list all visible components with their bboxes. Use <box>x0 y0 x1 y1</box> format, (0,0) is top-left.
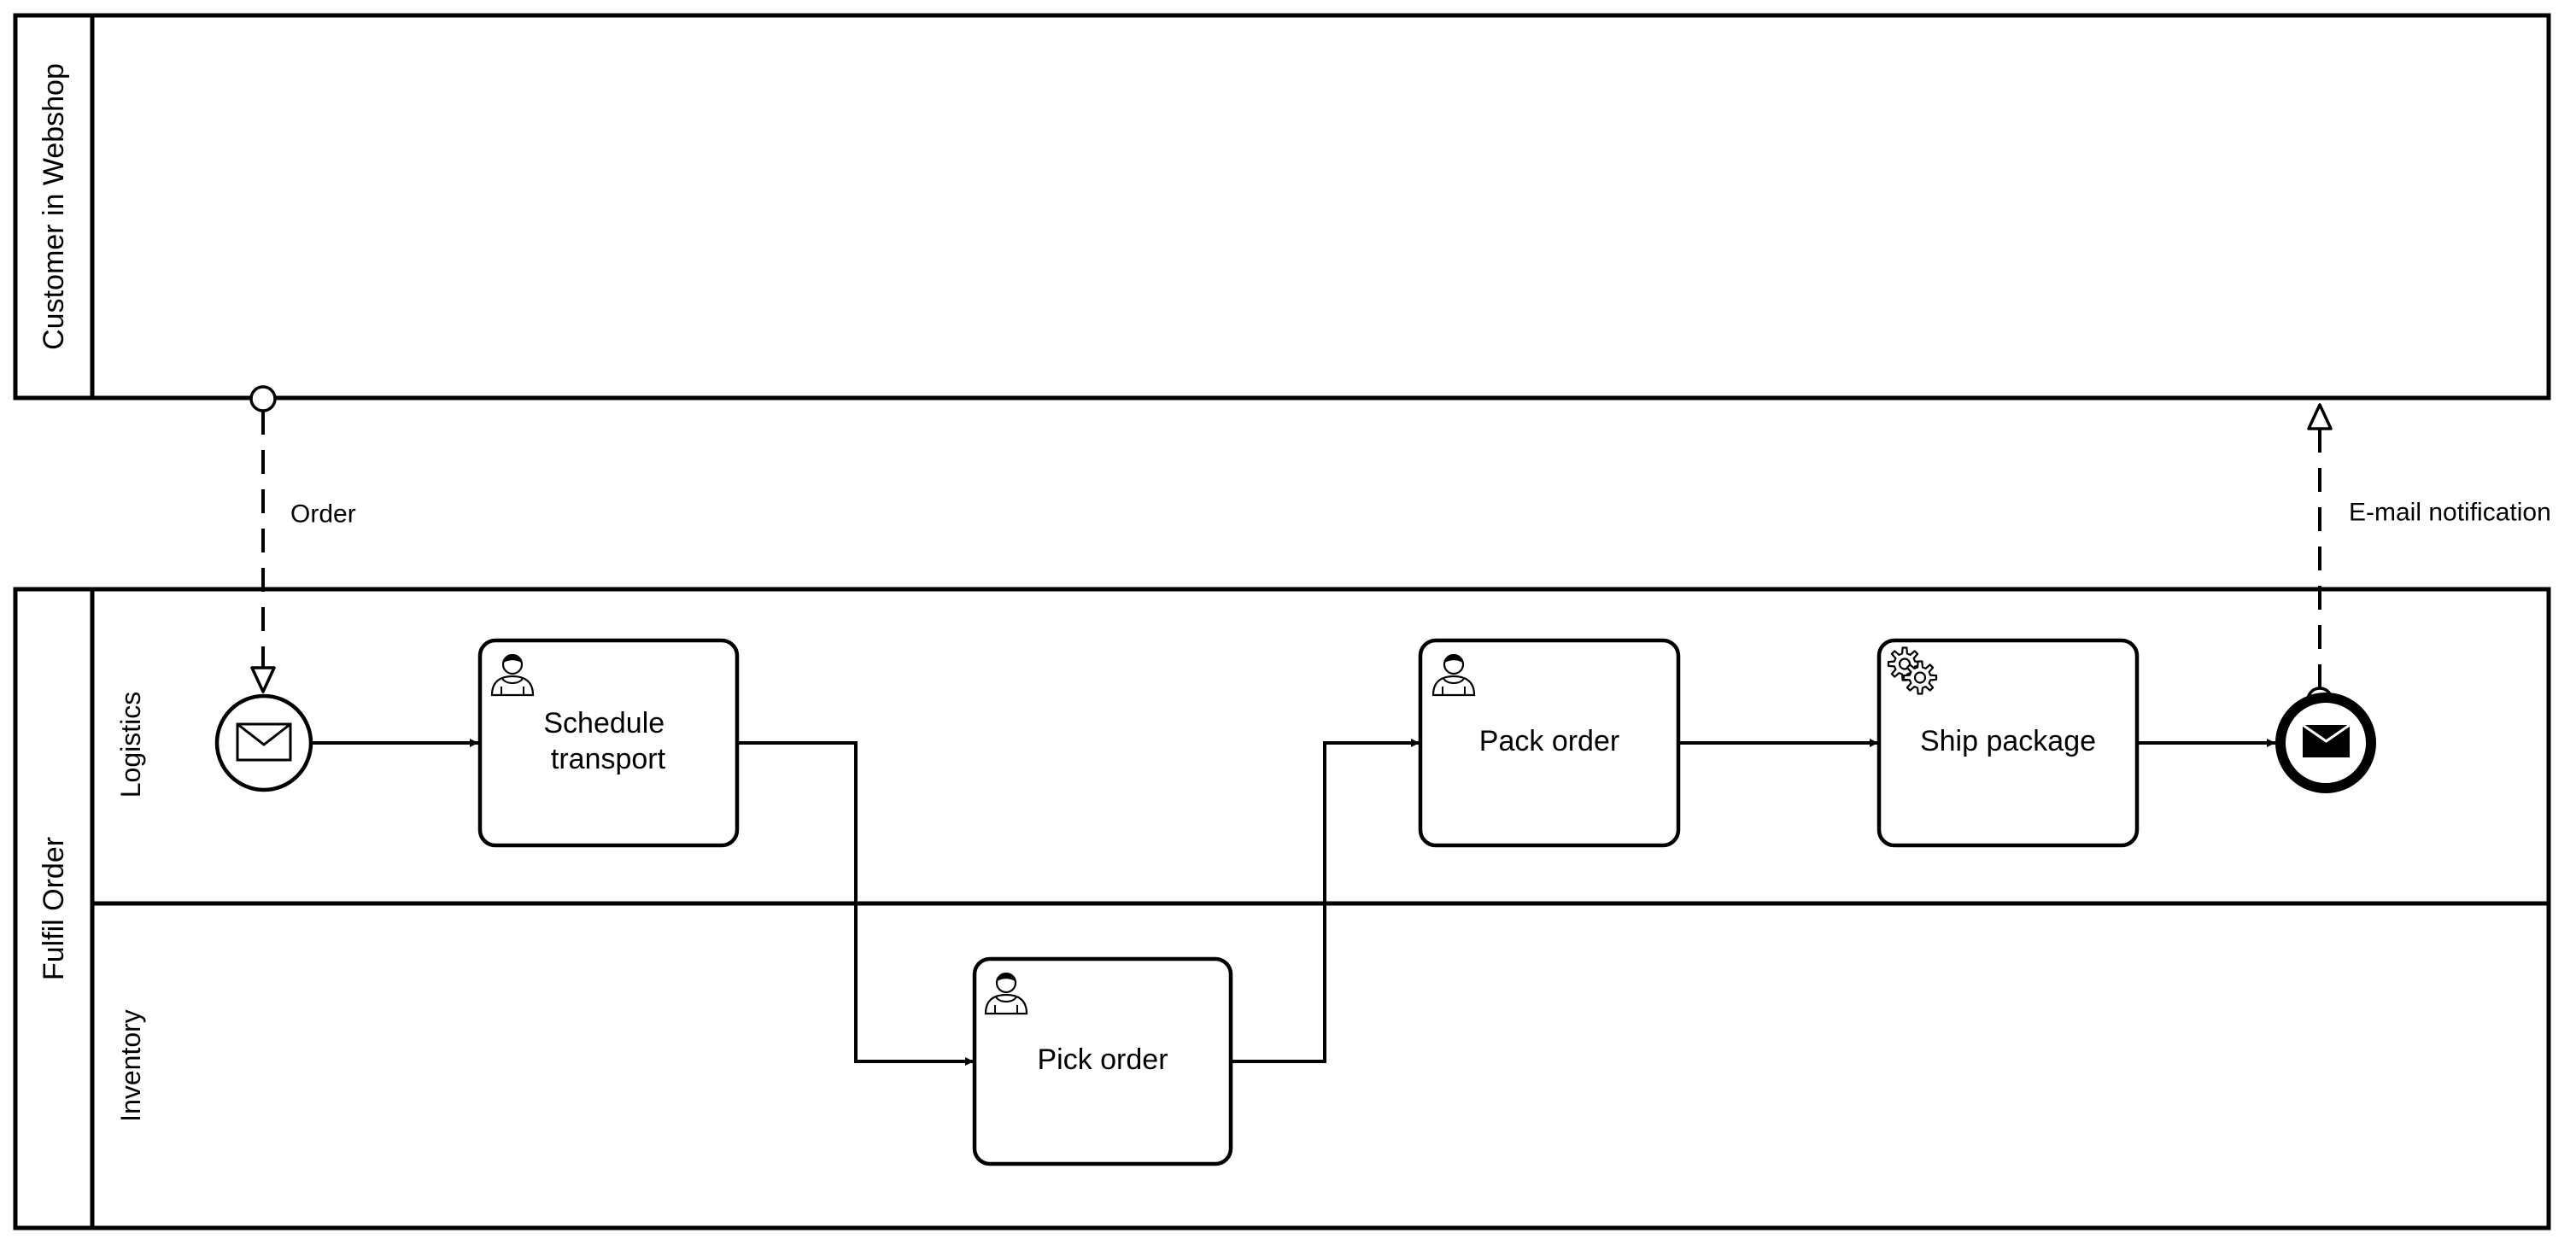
task-ship-package[interactable]: Ship package <box>1876 638 2140 848</box>
sequence-flow-schedule-to-pick <box>737 741 974 1066</box>
message-start-event[interactable] <box>214 693 313 792</box>
task-label-schedule-line1: Schedule <box>543 707 664 739</box>
task-pack-order[interactable]: Pack order <box>1418 638 1681 848</box>
svg-text:Schedule transport: Schedule transport <box>543 698 672 775</box>
gear-icon <box>1887 646 1938 695</box>
pool-label-customer: Customer in Webshop <box>38 63 70 350</box>
task-schedule-transport[interactable]: Schedule transport <box>477 638 740 848</box>
pool-fulfil-order: Fulfil Order Logistics Inventory <box>13 587 2551 1230</box>
message-flow-order: Order <box>249 385 356 693</box>
pool-customer-in-webshop: Customer in Webshop <box>13 13 2551 400</box>
task-label-pack-order: Pack order <box>1479 725 1619 757</box>
message-flow-label-order: Order <box>290 500 356 529</box>
task-label-pick-order: Pick order <box>1037 1043 1168 1076</box>
task-pick-order[interactable]: Pick order <box>972 956 1233 1166</box>
sequence-flow-pick-to-pack <box>1231 739 1420 1063</box>
lane-label-inventory: Inventory <box>115 1009 146 1122</box>
task-label-ship-package: Ship package <box>1920 725 2096 757</box>
pool-label-fulfil: Fulfil Order <box>38 837 70 980</box>
envelope-icon <box>236 722 292 762</box>
message-end-event[interactable] <box>2275 693 2376 793</box>
lane-label-logistics: Logistics <box>115 692 146 798</box>
envelope-filled-icon <box>2302 723 2351 757</box>
task-label-schedule-line2: transport <box>551 743 666 775</box>
message-flow-label-notification: E-mail notification <box>2349 499 2551 527</box>
sequence-flows <box>312 739 2275 1066</box>
